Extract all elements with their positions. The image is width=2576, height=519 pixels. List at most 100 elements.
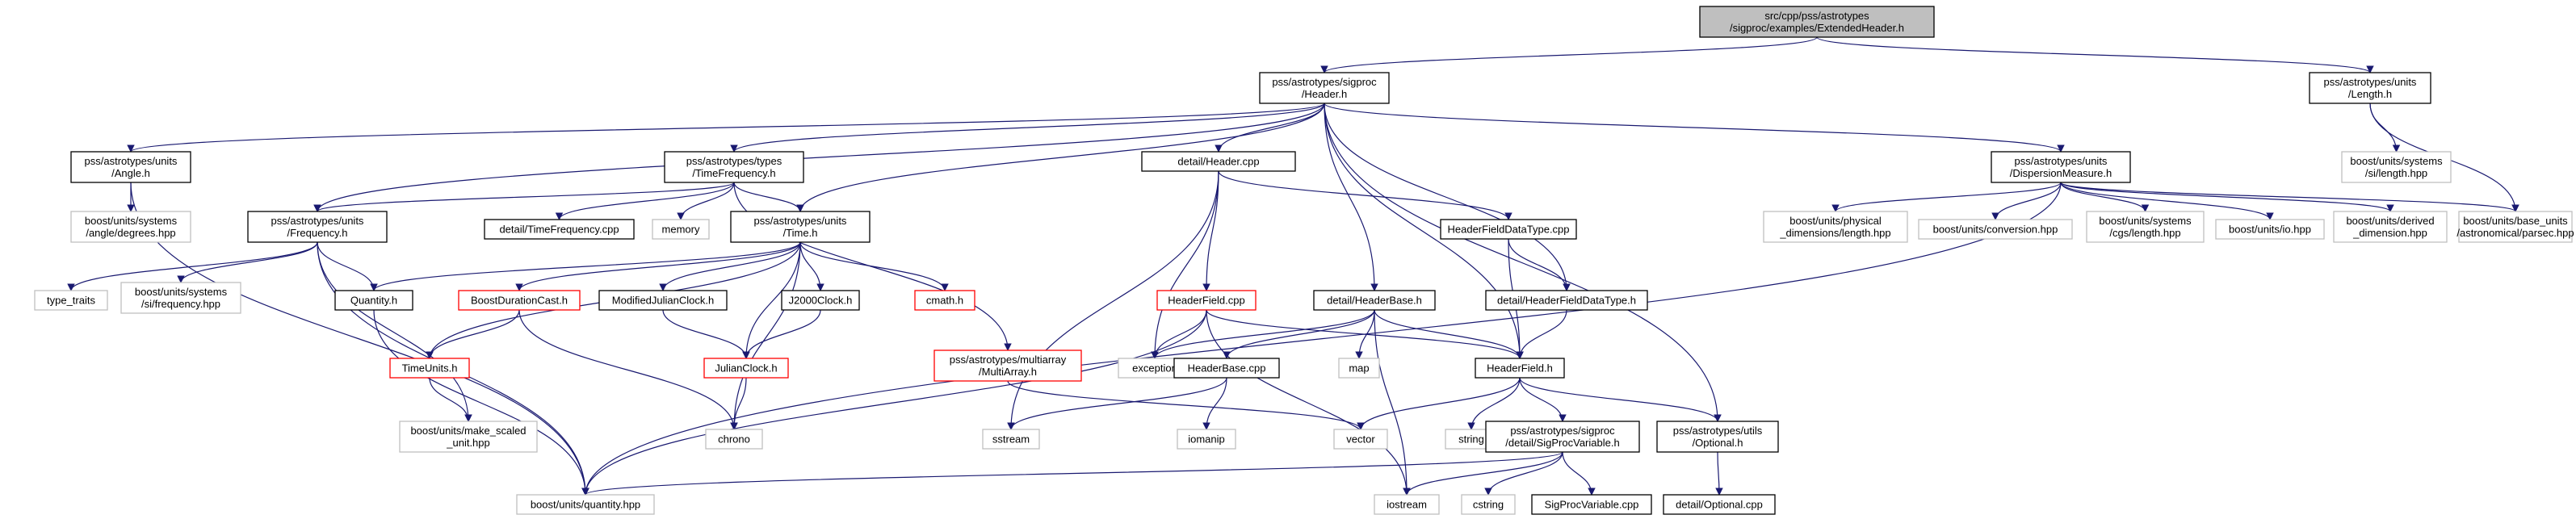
edge-sigprocvar_h-to-boost_quantity [581,451,1563,496]
node-box-sigprocvar_cpp [1531,494,1652,515]
node-derived_dim[interactable]: boost/units/derived_dimension.hpp [2333,211,2448,243]
node-box-cgs_length [2086,211,2205,243]
node-header_cpp[interactable]: detail/Header.cpp [1141,151,1296,172]
node-multiarray_h[interactable]: pss/astrotypes/multiarray/MultiArray.h [933,349,1082,382]
node-sigproc_header[interactable]: pss/astrotypes/sigproc/Header.h [1259,72,1390,104]
edge-timefreq_h-to-frequency_h [313,182,735,212]
node-label-make_scaled-line-0: boost/units/make_scaled [410,425,526,437]
node-label-phys_length-line-1: _dimensions/length.hpp [1779,227,1890,239]
edge-frequency_h-to-quantity_h [317,241,378,291]
edge-time_h-to-julianclock_h [742,241,801,359]
node-chrono[interactable]: chrono [705,429,763,450]
edge-sigproc_header-to-headerbase_h [1324,103,1378,291]
node-si_length[interactable]: boost/units/systems/si/length.hpp [2341,151,2452,183]
edge-boost_duration-to-chrono [518,309,738,430]
node-sigprocvar_cpp[interactable]: SigProcVariable.cpp [1531,494,1652,515]
node-label-length_h-line-0: pss/astrotypes/units [2324,76,2417,88]
node-make_scaled[interactable]: boost/units/make_scaled_unit.hpp [399,421,538,453]
node-io_hpp[interactable]: boost/units/io.hpp [2215,219,2325,240]
node-optional_h[interactable]: pss/astrotypes/utils/Optional.h [1656,421,1779,453]
node-label-type_traits-line-0: type_traits [47,295,95,307]
node-boost_quantity[interactable]: boost/units/quantity.hpp [516,494,655,515]
node-label-map-line-0: map [1349,362,1369,375]
node-frequency_h[interactable]: pss/astrotypes/units/Frequency.h [247,211,388,243]
node-hfdt_h[interactable]: detail/HeaderFieldDataType.h [1485,290,1648,311]
node-headerbase_h[interactable]: detail/HeaderBase.h [1313,290,1436,311]
edge-headerbase_h-to-headerbase_cpp [1223,309,1375,359]
node-si_frequency[interactable]: boost/units/systems/si/frequency.hpp [120,282,241,314]
node-headerbase_cpp[interactable]: HeaderBase.cpp [1173,358,1280,379]
node-label-time_h-line-1: /Time.h [783,227,818,239]
edge-sigproc_header-to-angle_h [127,103,1325,153]
node-optional_cpp[interactable]: detail/Optional.cpp [1663,494,1776,515]
edge-headerfield_h-to-vector [1357,377,1521,430]
node-box-headerfield_cpp [1156,290,1257,311]
edge-sigproc_header-to-dispersion_h [1324,103,2065,153]
node-timefreq_cpp[interactable]: detail/TimeFrequency.cpp [484,219,635,240]
node-label-derived_dim-line-0: boost/units/derived [2346,215,2434,227]
node-label-mjc_h-line-0: ModifiedJulianClock.h [612,295,714,307]
edge-time_h-to-cmath_h [799,241,949,291]
node-memory[interactable]: memory [652,219,710,240]
node-julianclock_h[interactable]: JulianClock.h [703,358,789,379]
edge-timeunits_h-to-make_scaled [429,377,472,422]
node-label-multiarray_h-line-1: /MultiArray.h [979,366,1037,378]
node-headerfield_cpp[interactable]: HeaderField.cpp [1156,290,1257,311]
node-cstring[interactable]: cstring [1461,494,1516,515]
edge-root-to-sigproc_header [1320,36,1818,73]
node-iostream[interactable]: iostream [1374,494,1440,515]
node-box-chrono [705,429,763,450]
node-label-headerbase_cpp-line-0: HeaderBase.cpp [1188,362,1266,375]
node-angle_h[interactable]: pss/astrotypes/units/Angle.h [70,151,191,183]
node-sigprocvar_h[interactable]: pss/astrotypes/sigproc/detail/SigProcVar… [1485,421,1640,453]
node-mjc_h[interactable]: ModifiedJulianClock.h [598,290,728,311]
node-time_h[interactable]: pss/astrotypes/units/Time.h [730,211,871,243]
node-cmath_h[interactable]: cmath.h [914,290,975,311]
node-box-root [1699,6,1935,38]
node-sstream[interactable]: sstream [982,429,1040,450]
node-label-headerbase_h-line-0: detail/HeaderBase.h [1327,295,1422,307]
node-timeunits_h[interactable]: TimeUnits.h [389,358,470,379]
node-boost_duration[interactable]: BoostDurationCast.h [458,290,581,311]
edge-sigproc_header-to-timefreq_h [730,103,1325,153]
edge-header_cpp-to-hfdt_cpp [1218,170,1512,220]
node-box-iostream [1374,494,1440,515]
edge-sigproc_header-to-optional_h [1324,103,1722,422]
node-label-j2000_h-line-0: J2000Clock.h [789,295,853,307]
edge-sigproc_header-to-frequency_h [313,103,1325,212]
node-headerfield_h[interactable]: HeaderField.h [1475,358,1565,379]
node-label-frequency_h-line-0: pss/astrotypes/units [271,215,364,227]
node-map[interactable]: map [1338,358,1380,379]
node-box-headerbase_h [1313,290,1436,311]
node-quantity_h[interactable]: Quantity.h [334,290,413,311]
node-label-optional_cpp-line-0: detail/Optional.cpp [1676,499,1763,511]
nodes-layer: src/cpp/pss/astrotypes/sigproc/examples/… [34,6,2574,515]
node-label-phys_length-line-0: boost/units/physical [1789,215,1882,227]
node-box-si_frequency [120,282,241,314]
node-label-iostream-line-0: iostream [1387,499,1427,511]
node-angle_degrees[interactable]: boost/units/systems/angle/degrees.hpp [70,211,191,243]
node-timefreq_h[interactable]: pss/astrotypes/types/TimeFrequency.h [664,151,804,183]
node-root[interactable]: src/cpp/pss/astrotypes/sigproc/examples/… [1699,6,1935,38]
node-parsec[interactable]: boost/units/base_units/astronomical/pars… [2456,211,2574,243]
node-label-time_h-line-0: pss/astrotypes/units [754,215,847,227]
node-label-dispersion_h-line-1: /DispersionMeasure.h [2010,167,2112,179]
node-iomanip[interactable]: iomanip [1177,429,1236,450]
node-j2000_h[interactable]: J2000Clock.h [781,290,860,311]
node-hfdt_cpp[interactable]: HeaderFieldDataType.cpp [1440,219,1577,240]
edges-layer [67,36,2519,496]
node-type_traits[interactable]: type_traits [34,290,108,311]
node-phys_length[interactable]: boost/units/physical_dimensions/length.h… [1763,211,1908,243]
node-dispersion_h[interactable]: pss/astrotypes/units/DispersionMeasure.h [1991,151,2131,183]
edge-headerfield_h-to-string [1467,377,1521,430]
node-length_h[interactable]: pss/astrotypes/units/Length.h [2309,72,2431,104]
node-box-make_scaled [399,421,538,453]
edge-time_h-to-j2000_h [799,241,824,291]
node-cgs_length[interactable]: boost/units/systems/cgs/length.hpp [2086,211,2205,243]
edge-frequency_h-to-make_scaled [317,241,472,422]
node-vector[interactable]: vector [1333,429,1388,450]
node-box-hfdt_cpp [1440,219,1577,240]
edge-dispersion_h-to-conversion [1991,182,2062,220]
node-conversion[interactable]: boost/units/conversion.hpp [1918,219,2073,240]
